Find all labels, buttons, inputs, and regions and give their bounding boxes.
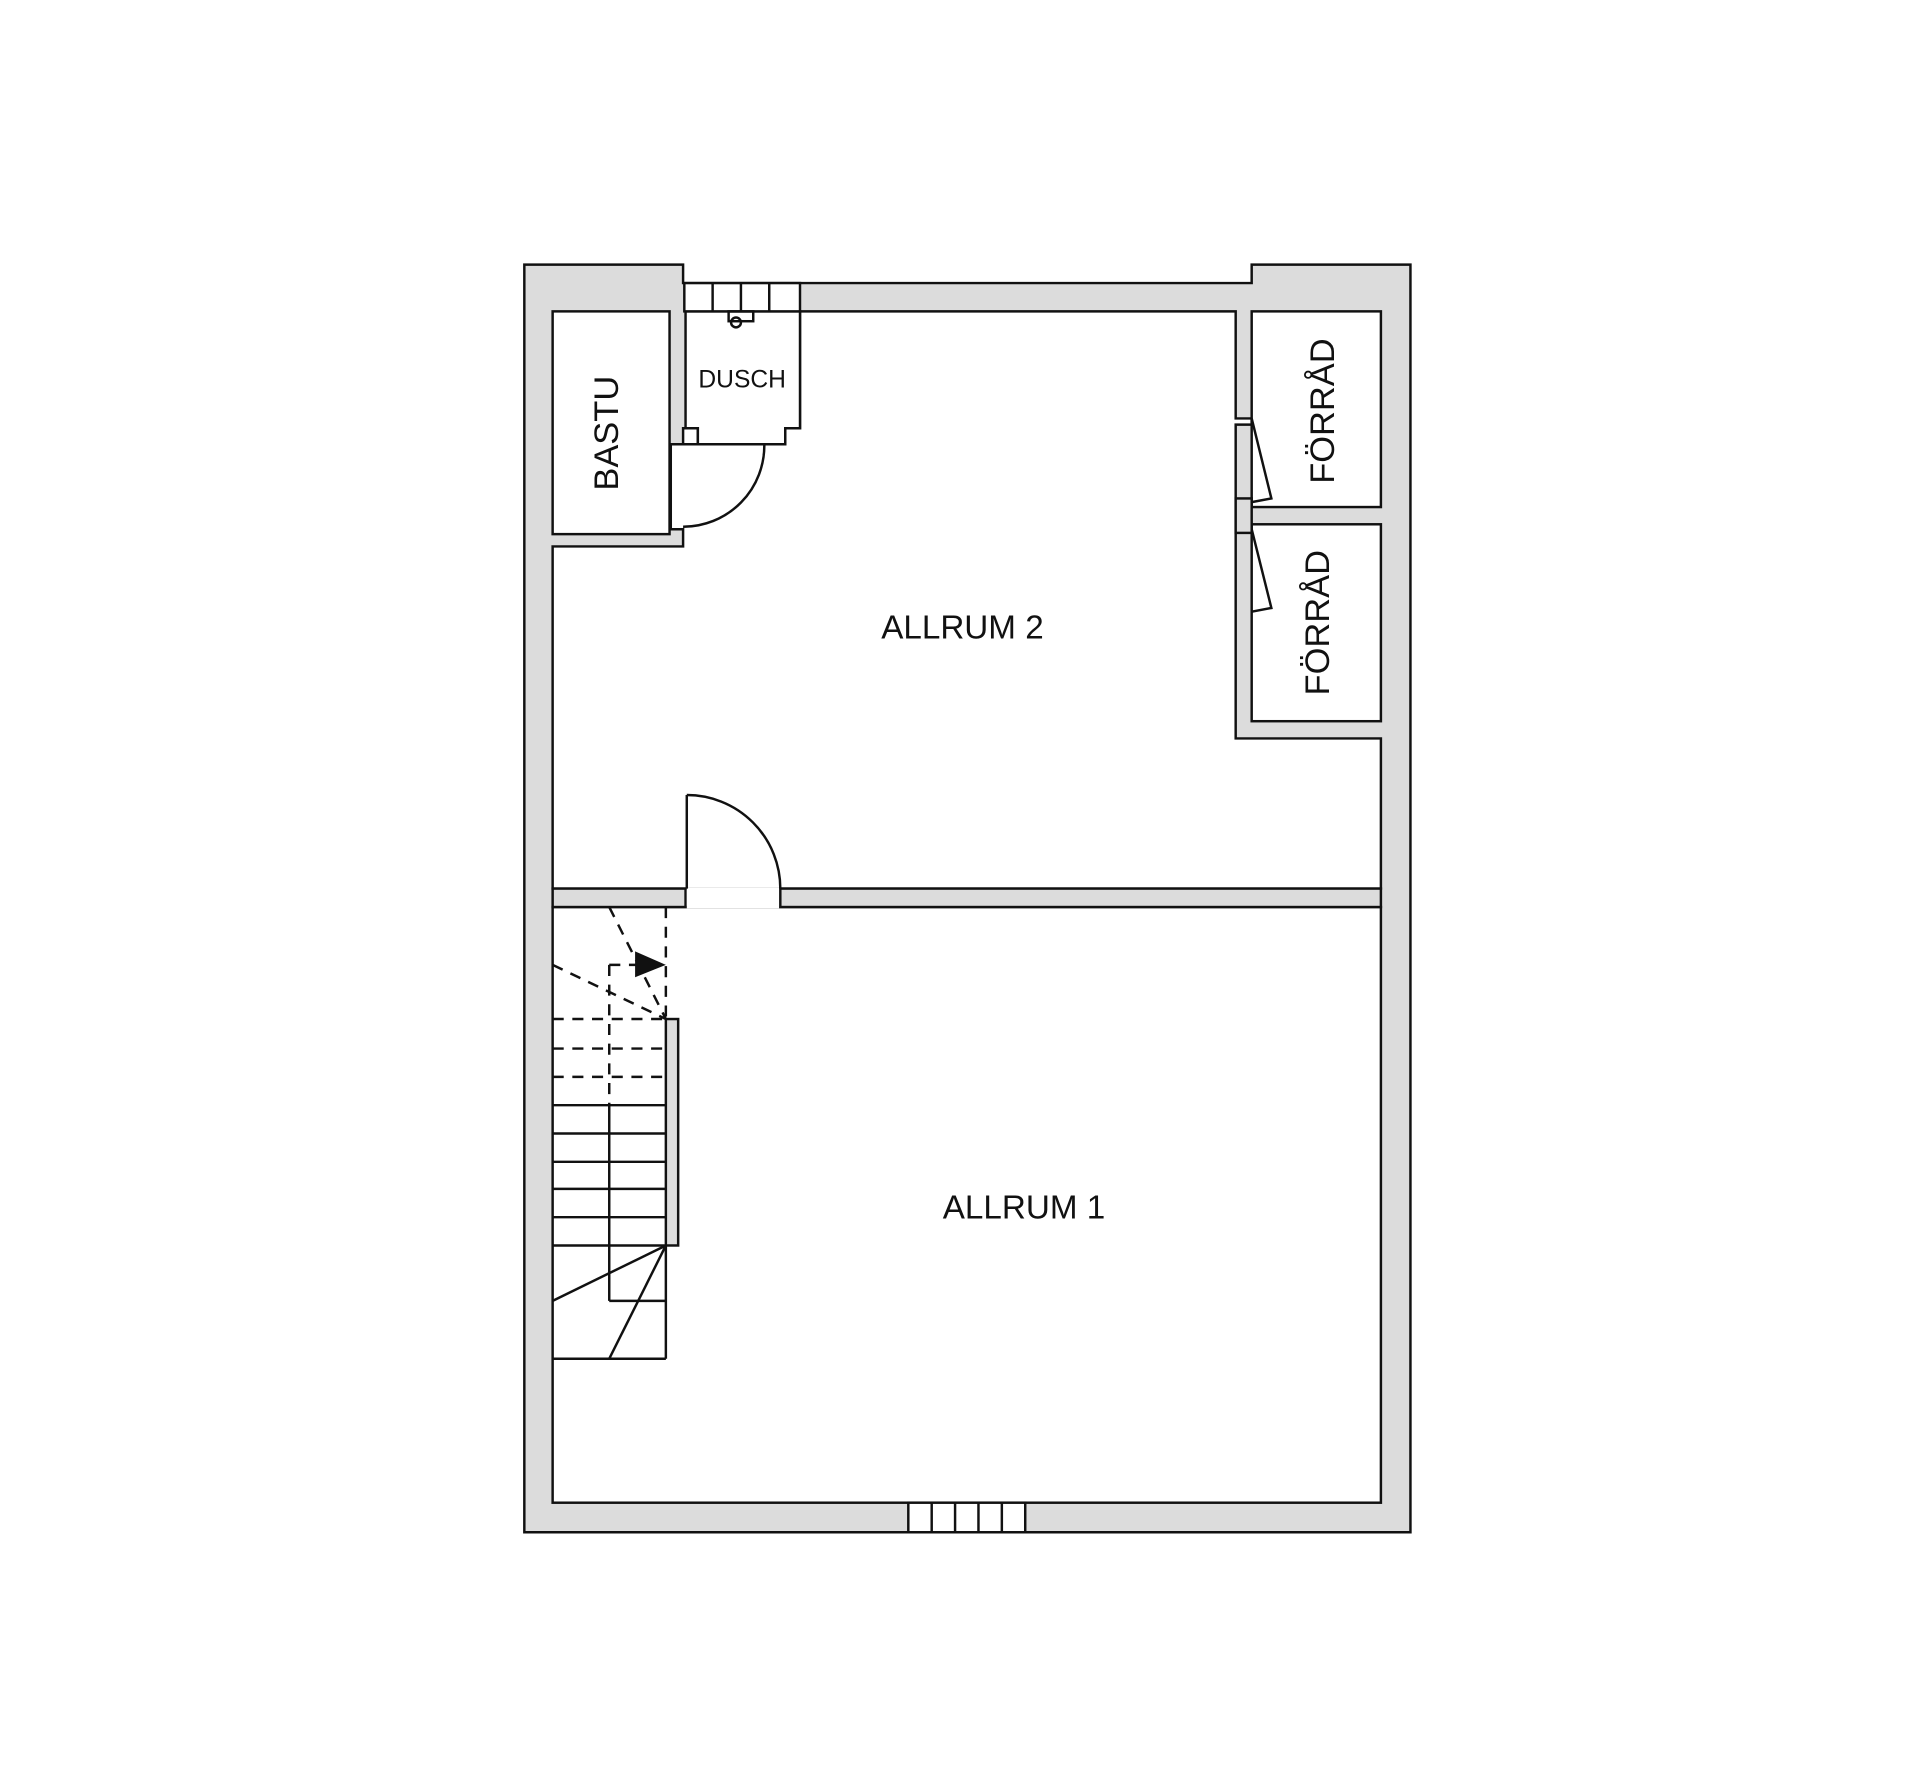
staircase[interactable] bbox=[552, 906, 680, 1360]
label-bastu: BASTU bbox=[588, 376, 626, 491]
room-forrad-1 bbox=[1250, 310, 1383, 509]
label-dusch: DUSCH bbox=[698, 367, 786, 394]
partition-wall-left bbox=[551, 887, 687, 909]
door-forrad-2 bbox=[1250, 528, 1273, 613]
room-forrad-2 bbox=[1250, 523, 1383, 723]
window-bottom bbox=[907, 1501, 1027, 1534]
room-allrum1 bbox=[551, 905, 1383, 1504]
partition-wall-right bbox=[779, 887, 1383, 909]
stair-direction-arrow-icon bbox=[635, 951, 666, 978]
label-forrad-1: FÖRRÅD bbox=[1303, 338, 1342, 483]
label-allrum2: ALLRUM 2 bbox=[881, 610, 1043, 647]
label-allrum1: ALLRUM 1 bbox=[943, 1189, 1105, 1226]
window-top bbox=[683, 281, 802, 313]
label-forrad-2: FÖRRÅD bbox=[1298, 550, 1337, 695]
door-forrad-1 bbox=[1234, 418, 1273, 535]
door-bastu bbox=[683, 443, 766, 528]
door-allrum bbox=[685, 793, 782, 889]
room-bastu bbox=[551, 310, 671, 536]
door-opening-allrum bbox=[686, 887, 780, 909]
shower-fixture-icon bbox=[727, 310, 755, 329]
room-dusch bbox=[684, 310, 802, 446]
